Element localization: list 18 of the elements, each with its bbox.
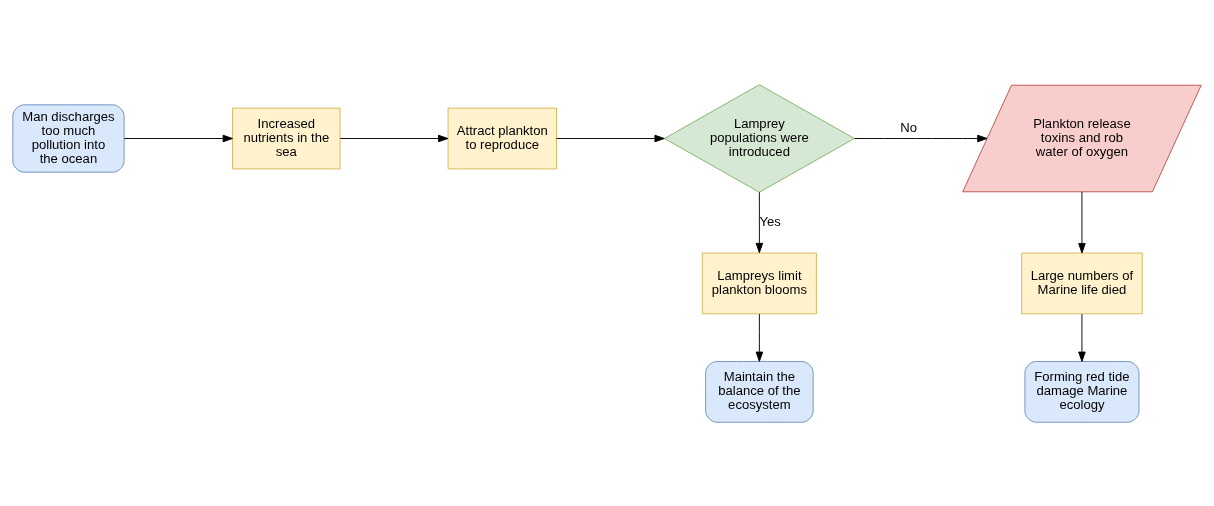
node-box: Attract plankton to reproduce <box>447 107 557 169</box>
node-box: Large numbers of Marine life died <box>1021 252 1143 314</box>
node-box: Forming red tide damage Marine ecology <box>1024 360 1140 423</box>
edge-label: Yes <box>759 213 781 229</box>
node-box: Maintain the balance of the ecosystem <box>705 360 814 423</box>
arrow <box>755 191 764 253</box>
arrow <box>1078 313 1086 362</box>
arrow <box>1078 190 1086 253</box>
node-box: Man discharges too much pollution into the ocean <box>12 103 125 173</box>
arrow <box>853 134 988 142</box>
node-diamond: Lamprey populations were introduced <box>664 83 855 193</box>
edge-label: No <box>900 119 917 135</box>
arrow <box>339 134 449 142</box>
node-box: Increased nutrients in the sea <box>232 107 341 169</box>
arrow <box>556 134 665 142</box>
arrow <box>123 134 233 142</box>
node-box: Lampreys limit plankton blooms <box>701 252 817 314</box>
arrow <box>755 313 764 362</box>
